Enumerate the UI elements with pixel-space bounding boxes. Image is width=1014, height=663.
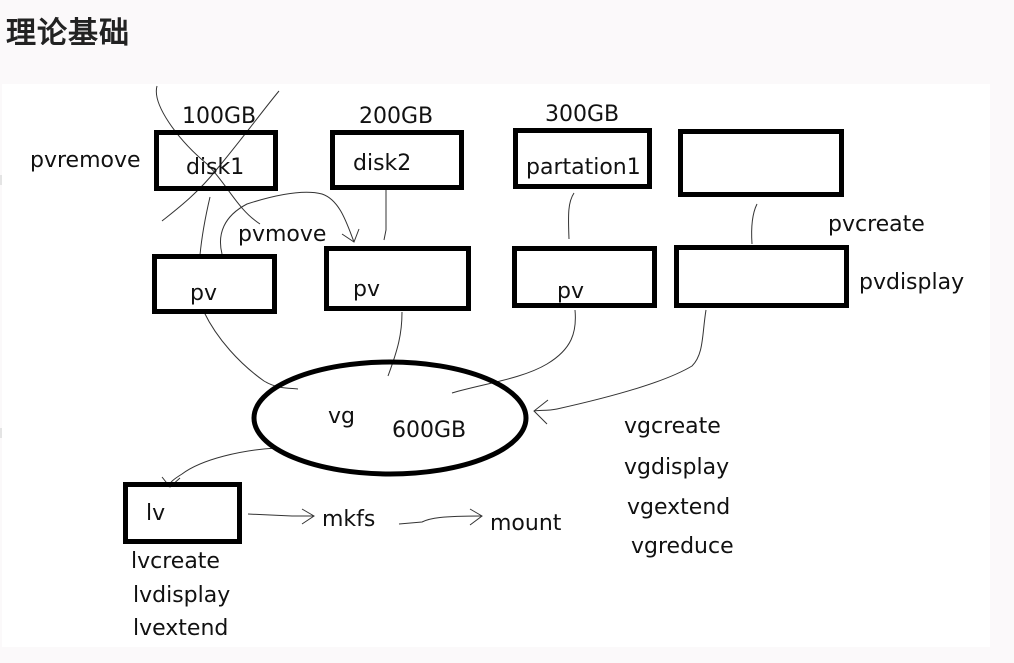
connector-disk4-pv xyxy=(751,203,758,245)
lvm-diagram: 100GB disk1 200GB disk2 300GB partation1… xyxy=(2,84,990,647)
pv3-box[interactable]: pv xyxy=(512,246,657,308)
vgreduce-label: vgreduce xyxy=(631,534,734,559)
mkfs-label: mkfs xyxy=(322,507,376,532)
disk1-size: 100GB xyxy=(182,104,257,129)
partation1-size: 300GB xyxy=(545,102,620,127)
connector-disk2-pv xyxy=(383,188,387,241)
lv-arrowhead xyxy=(161,476,181,488)
vgcreate-label: vgcreate xyxy=(624,414,721,439)
pvdisplay-label: pvdisplay xyxy=(859,270,965,295)
lvcreate-label: lvcreate xyxy=(131,549,220,574)
lv-box[interactable]: lv xyxy=(123,482,242,544)
lvextend-label: lvextend xyxy=(133,616,229,641)
lvdisplay-label: lvdisplay xyxy=(133,583,231,608)
pv4-box-empty[interactable] xyxy=(674,245,849,308)
disk1-label: disk1 xyxy=(186,155,245,180)
disk1-box[interactable]: disk1 xyxy=(154,130,278,191)
vg-size: 600GB xyxy=(392,418,467,443)
connector-pv2-vg xyxy=(387,311,403,377)
crossout-stroke xyxy=(161,90,280,222)
vgdisplay-label: vgdisplay xyxy=(624,455,730,480)
disk2-label: disk2 xyxy=(353,151,412,176)
page-title: 理论基础 xyxy=(6,16,130,51)
disk2-box[interactable]: disk2 xyxy=(330,130,464,190)
arrow-mkfs-mount xyxy=(398,515,483,525)
pvcreate-label: pvcreate xyxy=(828,212,925,237)
connector-pv3-vg xyxy=(451,309,576,394)
pv3-label: pv xyxy=(557,279,584,304)
vg-ellipse xyxy=(251,359,529,477)
pvmove-label: pvmove xyxy=(238,222,327,247)
pv2-label: pv xyxy=(353,277,380,302)
connector-disk1-pv xyxy=(199,196,211,256)
vg-arrowhead xyxy=(533,399,549,425)
connector-partation1-pv xyxy=(568,192,575,240)
pv1-box[interactable]: pv xyxy=(152,254,277,314)
pvmove-arrow xyxy=(219,191,355,255)
arrowhead-mkfs xyxy=(301,508,315,525)
vgextend-label: vgextend xyxy=(627,495,731,520)
lv-label: lv xyxy=(146,501,166,526)
partation1-label: partation1 xyxy=(526,155,641,180)
vg-label: vg xyxy=(328,404,355,429)
connector-pv4-vg xyxy=(533,309,707,412)
arrow-lv-mkfs xyxy=(247,513,314,517)
partation1-box[interactable]: partation1 xyxy=(513,128,652,189)
disk2-size: 200GB xyxy=(359,104,434,129)
connector-layer xyxy=(155,85,758,526)
pvremove-label: pvremove xyxy=(30,148,141,173)
pvmove-arrowhead xyxy=(341,228,360,243)
connector-pv1-vg xyxy=(203,311,299,390)
arrowhead-mount xyxy=(469,508,483,526)
pv2-box[interactable]: pv xyxy=(324,246,471,311)
mount-label: mount xyxy=(490,511,562,536)
disk4-box-empty[interactable] xyxy=(678,129,844,197)
pv1-label: pv xyxy=(190,281,217,306)
